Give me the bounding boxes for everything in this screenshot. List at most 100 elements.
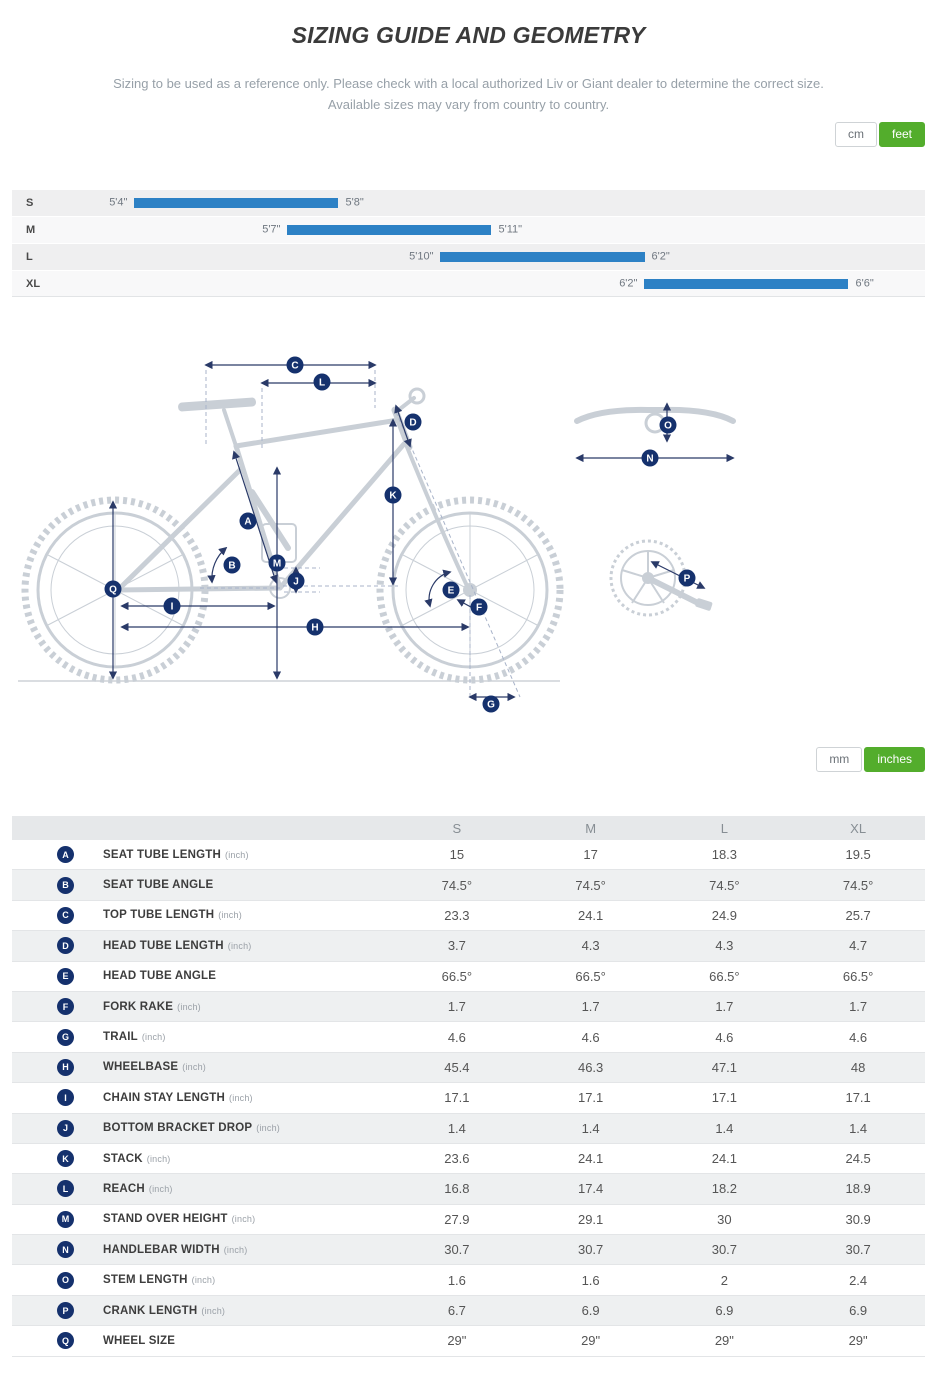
column-header-m: M xyxy=(585,820,597,836)
geometry-value: 4.6 xyxy=(447,1029,466,1045)
range-start-label: 5'10" xyxy=(409,250,434,263)
svg-text:E: E xyxy=(448,586,455,597)
height-range-bar xyxy=(644,278,849,289)
geometry-value: 66.5° xyxy=(441,968,473,984)
geometry-value: 17.4 xyxy=(577,1181,604,1197)
row-unit: (inch) xyxy=(146,1153,171,1164)
size-label: M xyxy=(26,224,36,236)
row-unit: (inch) xyxy=(182,1062,206,1073)
svg-text:F: F xyxy=(476,603,482,614)
geometry-value: 18.3 xyxy=(711,847,738,863)
row-unit: (inch) xyxy=(148,1183,173,1194)
row-label-cell: K STACK(inch) xyxy=(12,1150,390,1168)
diagram-label-m: M xyxy=(268,554,286,572)
row-label: SEAT TUBE LENGTH(inch) xyxy=(103,848,249,861)
diagram-label-k: K xyxy=(384,486,402,504)
row-letter-badge: A xyxy=(57,846,74,864)
saddle-sketch xyxy=(178,397,256,412)
page-subtitle: Sizing to be used as a reference only. P… xyxy=(0,74,937,116)
row-letter-badge: I xyxy=(57,1089,74,1107)
geometry-value: 18.2 xyxy=(711,1181,738,1197)
row-letter-badge: K xyxy=(57,1150,74,1168)
geometry-value: 1.7 xyxy=(715,999,734,1015)
range-start-label: 5'7" xyxy=(262,223,281,236)
diagram-label-e: E xyxy=(442,581,460,599)
geometry-value: 4.6 xyxy=(715,1029,734,1045)
geometry-value: 29" xyxy=(848,1333,868,1349)
row-label: BOTTOM BRACKET DROP(inch) xyxy=(103,1122,280,1135)
row-unit: (inch) xyxy=(256,1123,280,1134)
geometry-value: 48 xyxy=(850,1059,866,1075)
diagram-label-g: G xyxy=(482,695,500,713)
row-letter-badge: Q xyxy=(57,1332,74,1350)
row-letter-badge: D xyxy=(57,937,74,955)
geometry-value: 30.7 xyxy=(577,1242,604,1258)
geometry-value: 6.7 xyxy=(447,1303,466,1319)
geometry-value: 4.7 xyxy=(849,938,868,954)
svg-text:K: K xyxy=(389,491,397,502)
range-start-label: 5'4" xyxy=(109,196,128,209)
svg-text:M: M xyxy=(273,559,281,570)
svg-text:I: I xyxy=(171,602,174,613)
geometry-value: 1.7 xyxy=(849,999,868,1015)
geometry-value: 30.7 xyxy=(444,1242,470,1258)
row-letter-badge: N xyxy=(57,1241,74,1259)
geometry-value: 2.4 xyxy=(849,1272,868,1288)
diagram-label-a: A xyxy=(239,512,257,530)
geometry-value: 1.4 xyxy=(447,1120,466,1136)
geometry-value: 23.6 xyxy=(444,1151,470,1167)
row-unit: (inch) xyxy=(191,1275,216,1286)
page-title: SIZING GUIDE AND GEOMETRY xyxy=(291,22,646,48)
svg-text:G: G xyxy=(487,700,495,711)
row-label-cell: D HEAD TUBE LENGTH(inch) xyxy=(12,937,390,955)
svg-text:J: J xyxy=(293,577,299,588)
row-label: STACK(inch) xyxy=(103,1152,171,1165)
geometry-value: 29" xyxy=(447,1333,467,1349)
svg-text:A: A xyxy=(244,517,251,528)
row-label: REACH(inch) xyxy=(103,1182,173,1195)
unit-mm-button[interactable]: mm xyxy=(816,747,863,772)
row-letter-badge: C xyxy=(57,906,74,924)
row-unit: (inch) xyxy=(225,849,249,860)
unit-cm-button[interactable]: cm xyxy=(834,122,877,147)
geometry-value: 4.3 xyxy=(715,938,734,954)
row-label: HEAD TUBE ANGLE xyxy=(103,970,217,983)
row-label: HEAD TUBE LENGTH(inch) xyxy=(103,939,252,952)
svg-text:P: P xyxy=(684,574,691,585)
geometry-value: 29" xyxy=(581,1333,601,1349)
svg-text:C: C xyxy=(291,361,298,372)
measurement-guides xyxy=(200,370,521,700)
size-label: S xyxy=(26,197,34,209)
geometry-value: 6.9 xyxy=(849,1303,868,1319)
geometry-value: 4.6 xyxy=(849,1029,868,1045)
geometry-value: 66.5° xyxy=(709,968,740,984)
range-end-label: 5'11" xyxy=(498,223,523,236)
geometry-value: 1.4 xyxy=(715,1120,734,1136)
unit-inches-button[interactable]: inches xyxy=(864,747,925,772)
height-range-bar xyxy=(134,198,339,208)
unit-feet-button[interactable]: feet xyxy=(878,122,925,147)
row-unit: (inch) xyxy=(141,1032,166,1043)
geometry-value: 4.3 xyxy=(581,938,600,954)
row-letter-badge: H xyxy=(57,1058,74,1076)
subtitle-line-2: Available sizes may vary from country to… xyxy=(327,96,610,112)
diagram-label-o: O xyxy=(659,416,677,434)
geometry-value: 74.5° xyxy=(441,877,473,893)
diagram-label-h: H xyxy=(306,618,324,636)
geometry-value: 1.6 xyxy=(581,1272,600,1288)
